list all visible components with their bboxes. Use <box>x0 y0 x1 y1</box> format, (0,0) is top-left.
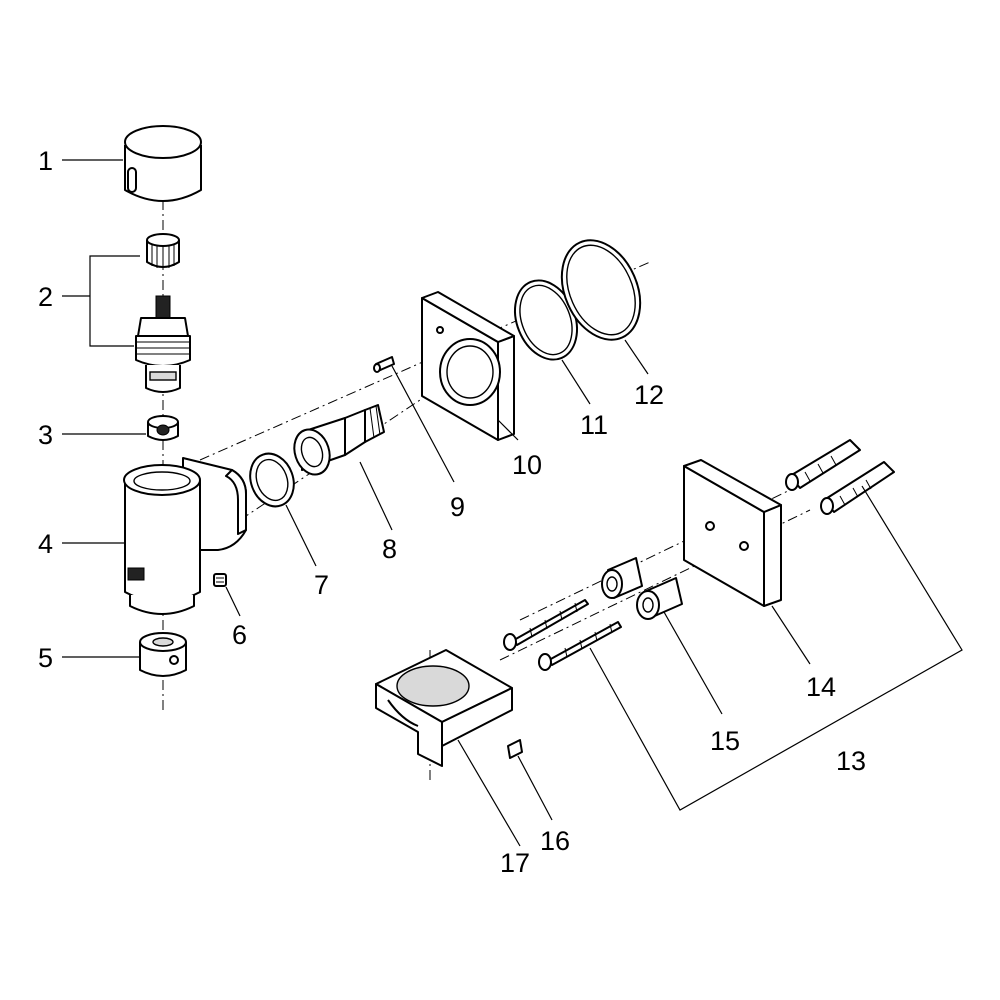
callout-14: 14 <box>806 672 836 702</box>
part-17-shower-holder <box>375 649 513 767</box>
part-2-valve-cartridge <box>135 233 191 393</box>
callout-1: 1 <box>38 146 53 176</box>
callout-4: 4 <box>38 529 53 559</box>
part-3-seal <box>147 415 179 441</box>
part-12-o-ring <box>560 239 642 341</box>
callout-12: 12 <box>634 380 664 410</box>
part-13-wall-plugs <box>785 439 895 515</box>
part-15-spacer-sleeves <box>601 557 683 620</box>
callout-3: 3 <box>38 420 53 450</box>
part-9-pin <box>373 356 395 373</box>
part-7-o-ring <box>249 452 295 508</box>
callout-16: 16 <box>540 826 570 856</box>
callout-13: 13 <box>836 746 866 776</box>
callout-11: 11 <box>580 410 608 440</box>
callout-17: 17 <box>500 848 530 878</box>
callout-6: 6 <box>232 620 247 650</box>
part-4-valve-body <box>123 457 247 615</box>
leader-lines <box>62 159 963 847</box>
callout-8: 8 <box>382 534 397 564</box>
callout-9: 9 <box>450 492 465 522</box>
part-14-wall-plate <box>683 459 782 607</box>
part-1-handle-knob <box>124 125 202 202</box>
part-16-set-screw <box>507 739 523 759</box>
screws <box>503 599 622 671</box>
part-6-grub-screw <box>213 573 227 587</box>
callout-labels: 1 2 3 4 5 6 7 8 9 10 11 12 13 14 15 16 1… <box>38 146 866 878</box>
callout-7: 7 <box>314 570 329 600</box>
callout-15: 15 <box>710 726 740 756</box>
part-10-wall-rosette <box>421 291 515 441</box>
callout-2: 2 <box>38 282 53 312</box>
part-5-flow-insert <box>139 632 187 677</box>
part-8-threaded-connector <box>293 404 385 476</box>
callout-5: 5 <box>38 643 53 673</box>
callout-10: 10 <box>512 450 542 480</box>
